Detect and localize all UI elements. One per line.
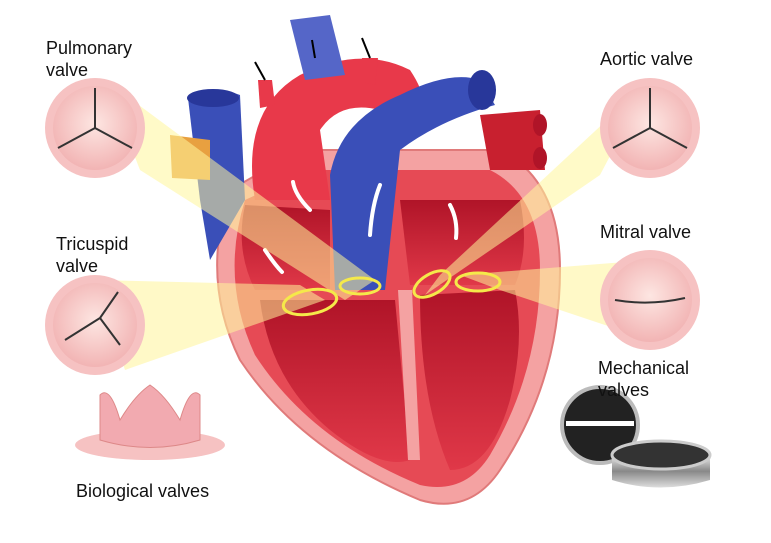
pulmonary-label-line1: Pulmonary <box>46 38 133 58</box>
aortic-branch-3 <box>362 58 378 85</box>
small-arrows <box>254 37 371 81</box>
valve-rings <box>281 269 502 317</box>
highlight-beams <box>95 80 650 370</box>
left-atrium <box>400 200 524 285</box>
aortic-valve-circle <box>600 78 700 178</box>
mechanical-valves-label: Mechanical valves <box>598 357 689 401</box>
right-pulmonary-vein <box>533 114 547 136</box>
mitral-valve-label: Mitral valve <box>600 222 692 242</box>
pulmonary-trunk <box>330 77 495 290</box>
tricuspid-label-line2: valve <box>56 256 99 276</box>
aortic-valve-label: Aortic valve <box>600 49 694 69</box>
tricuspid-ring <box>281 287 339 317</box>
tricuspid-valve-label: Tricuspid valve <box>56 233 128 277</box>
flow-arrows <box>263 180 459 274</box>
septum <box>398 290 420 460</box>
aorta <box>252 58 424 200</box>
biological-valves-label: Biological valves <box>76 481 210 501</box>
biological-valve-image <box>75 384 225 460</box>
mechanical-label-line2: valves <box>598 380 650 400</box>
pulmonary-ring <box>338 276 382 296</box>
mechanical-label-line1: Mechanical <box>598 358 690 378</box>
pulmonary-label-line2: valve <box>46 60 89 80</box>
mechanical-valves-image <box>560 385 712 488</box>
pulmonary-valve-label: Pulmonary valve <box>46 37 132 81</box>
mitral-ring <box>454 271 502 293</box>
pulmonary-veins-right <box>480 110 545 170</box>
aortic-ring <box>412 269 452 299</box>
tricuspid-label-line1: Tricuspid <box>56 234 129 254</box>
mitral-valve-circle <box>600 250 700 350</box>
pulmonary-artery-opening <box>468 70 496 110</box>
right-pulmonary-vein-2 <box>533 147 547 169</box>
pulmonary-valve-circle <box>45 78 145 178</box>
left-ventricle <box>420 290 519 470</box>
tricuspid-valve-circle <box>45 275 145 375</box>
aortic-branch-1 <box>258 80 275 108</box>
vena-cava-opening <box>187 89 239 107</box>
pulmonary-artery-top <box>290 15 345 80</box>
right-ventricle <box>260 300 410 462</box>
